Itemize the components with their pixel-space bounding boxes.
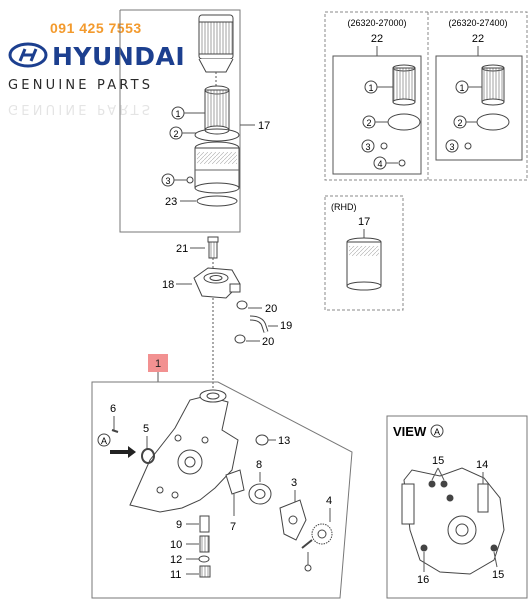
pump-cover bbox=[279, 499, 307, 541]
view-a-box bbox=[386, 415, 528, 599]
drive-gear bbox=[301, 523, 333, 549]
callout-20-lower: 20 bbox=[262, 336, 274, 348]
svg-text:17: 17 bbox=[358, 216, 370, 228]
center-bolt bbox=[207, 236, 219, 259]
variants-box bbox=[324, 11, 528, 181]
svg-text:(26320-27000): (26320-27000) bbox=[347, 18, 406, 28]
svg-text:(RHD): (RHD) bbox=[331, 202, 357, 212]
callout-3-cover: 3 bbox=[291, 477, 297, 489]
filter-element bbox=[204, 85, 230, 135]
callout-1-filter: 1 bbox=[171, 106, 205, 120]
dowel-pin bbox=[111, 429, 119, 433]
callout-15-top: 15 bbox=[432, 455, 444, 467]
svg-text:4: 4 bbox=[377, 159, 382, 169]
view-label: VIEW bbox=[393, 424, 427, 439]
oil-seal bbox=[141, 448, 155, 464]
callout-14: 14 bbox=[476, 459, 488, 471]
svg-text:1: 1 bbox=[459, 83, 464, 93]
callout-15-bottom: 15 bbox=[492, 569, 504, 581]
washer bbox=[198, 555, 210, 563]
callout-19: 19 bbox=[280, 320, 292, 332]
callout-6: 6 bbox=[110, 403, 116, 415]
callout-3-filter: 3 bbox=[161, 173, 187, 187]
svg-text:A: A bbox=[101, 436, 107, 446]
callout-2-filter: 2 bbox=[169, 126, 196, 140]
callout-16: 16 bbox=[417, 574, 429, 586]
highlight-callout-1: 1 bbox=[148, 354, 168, 382]
svg-text:3: 3 bbox=[365, 142, 370, 152]
gasket bbox=[196, 195, 238, 207]
svg-text:1: 1 bbox=[175, 109, 180, 119]
outer-rotor bbox=[248, 483, 272, 505]
brand-name: HYUNDAI bbox=[52, 42, 186, 71]
fitting-upper bbox=[236, 300, 248, 310]
callout-11: 11 bbox=[170, 569, 181, 581]
view-ref-circle: A bbox=[434, 427, 440, 437]
svg-text:22: 22 bbox=[371, 33, 383, 45]
inner-rotor bbox=[225, 469, 245, 495]
relief-spring bbox=[199, 535, 210, 553]
callout-13: 13 bbox=[278, 435, 290, 447]
callout-4: 4 bbox=[326, 495, 332, 507]
callout-23: 23 bbox=[165, 196, 177, 208]
callout-17: 17 bbox=[258, 120, 270, 132]
svg-text:1: 1 bbox=[368, 83, 373, 93]
svg-text:3: 3 bbox=[165, 176, 170, 186]
callout-18: 18 bbox=[162, 279, 174, 291]
relief-plug bbox=[199, 565, 211, 578]
oil-pump-body bbox=[129, 389, 239, 513]
phone-number: 091 425 7553 bbox=[50, 20, 142, 36]
view-ref-A: A bbox=[97, 433, 111, 447]
relief-plunger bbox=[199, 515, 210, 533]
callout-12: 12 bbox=[170, 554, 182, 566]
variant-2: (26320-27400) 22 1 2 3 bbox=[435, 18, 523, 161]
filter-cap bbox=[198, 14, 234, 73]
svg-text:3: 3 bbox=[449, 142, 454, 152]
svg-text:2: 2 bbox=[173, 129, 178, 139]
o-ring bbox=[194, 128, 240, 142]
svg-text:22: 22 bbox=[472, 33, 484, 45]
view-a-pump bbox=[401, 467, 505, 575]
svg-text:2: 2 bbox=[366, 118, 371, 128]
callout-5: 5 bbox=[143, 423, 149, 435]
small-bolt bbox=[304, 564, 312, 572]
filter-adapter bbox=[193, 267, 241, 299]
callout-7: 7 bbox=[230, 521, 236, 533]
variant-1-filter bbox=[392, 64, 416, 106]
svg-text:(26320-27400): (26320-27400) bbox=[448, 18, 507, 28]
fitting-lower bbox=[234, 334, 246, 344]
svg-text:1: 1 bbox=[155, 358, 161, 370]
oil-pump-assembly-outline bbox=[91, 381, 353, 599]
variant-2-filter bbox=[481, 64, 505, 106]
svg-text:2: 2 bbox=[457, 118, 462, 128]
rhd-box: (RHD) 17 bbox=[324, 195, 404, 311]
oil-hose bbox=[249, 315, 269, 333]
callout-8: 8 bbox=[256, 459, 262, 471]
hyundai-logo-icon bbox=[8, 42, 48, 68]
filter-housing bbox=[194, 141, 240, 194]
callout-9: 9 bbox=[176, 519, 182, 531]
callout-10: 10 bbox=[170, 539, 182, 551]
brand-subtitle: GENUINE PARTS bbox=[8, 78, 154, 93]
callout-21: 21 bbox=[176, 243, 188, 255]
o-ring-13 bbox=[255, 434, 269, 446]
direction-arrow-icon bbox=[110, 446, 136, 458]
variant-1: (26320-27000) 22 1 2 3 4 bbox=[332, 18, 422, 175]
callout-20-upper: 20 bbox=[265, 303, 277, 315]
